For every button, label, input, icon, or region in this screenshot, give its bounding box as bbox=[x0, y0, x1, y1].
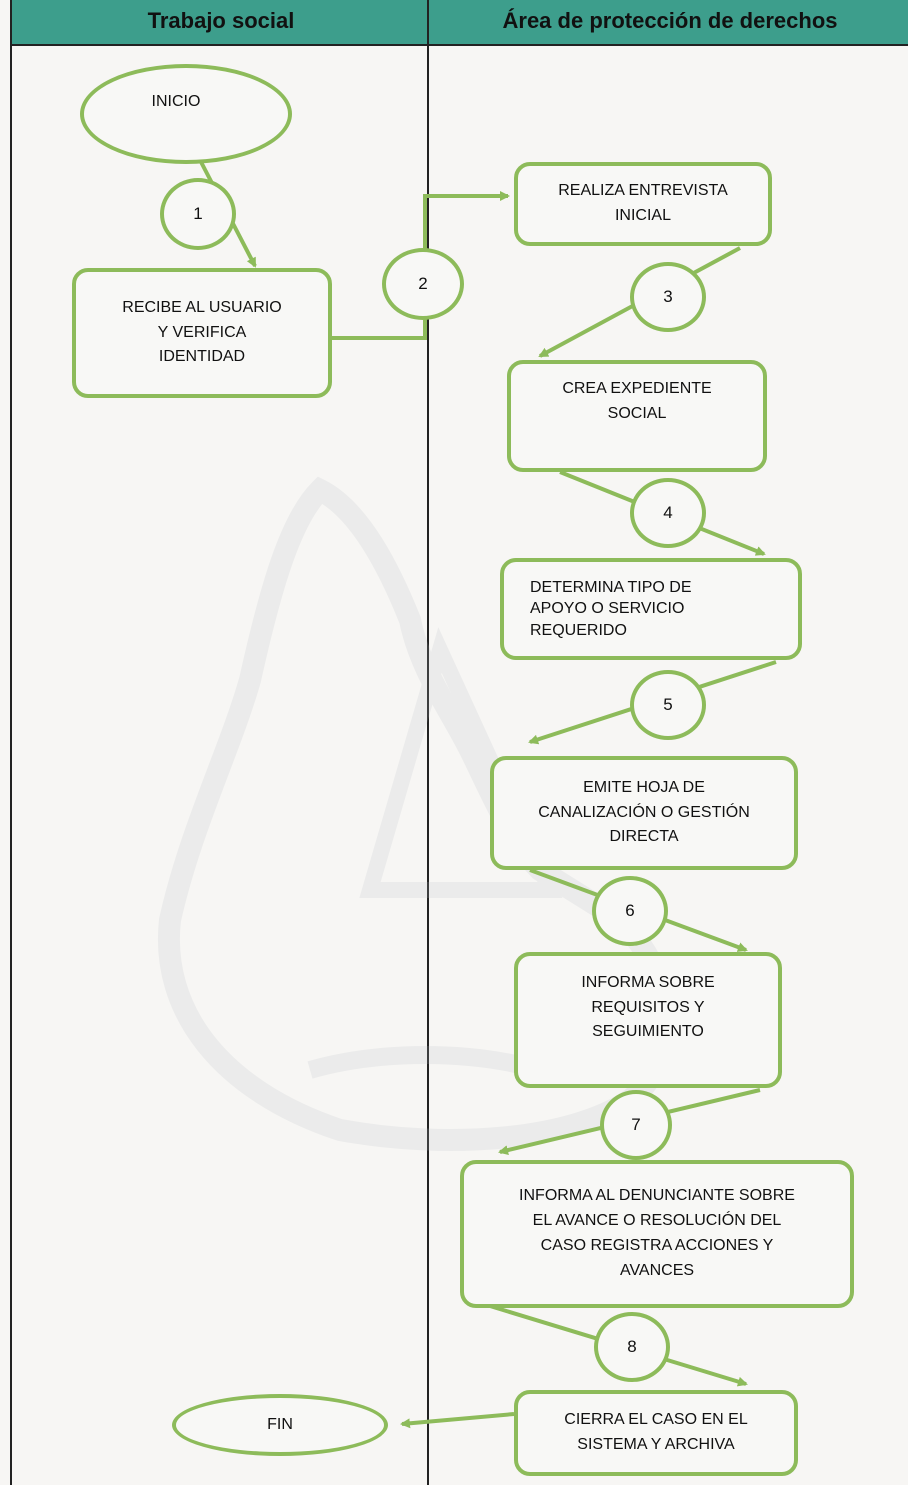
step-realiza-entrevista: REALIZA ENTREVISTA INICIAL bbox=[514, 162, 772, 246]
step-crea-expediente-label: CREA EXPEDIENTE SOCIAL bbox=[562, 380, 712, 422]
end-node-label: FIN bbox=[267, 1415, 293, 1433]
lane-title-trabajo-social: Trabajo social bbox=[147, 8, 295, 33]
start-node: INICIO bbox=[80, 64, 292, 164]
step-recibe-usuario: RECIBE AL USUARIO Y VERIFICA IDENTIDAD bbox=[72, 268, 332, 398]
step-informa-requisitos-label: INFORMA SOBRE REQUISITOS Y SEGUIMIENTO bbox=[581, 973, 715, 1041]
start-node-label: INICIO bbox=[151, 92, 201, 110]
step-badge-5: 5 bbox=[630, 670, 706, 740]
step-cierra-caso-label: CIERRA EL CASO EN EL SISTEMA Y ARCHIVA bbox=[564, 1411, 748, 1453]
step-emite-hoja-label: EMITE HOJA DE CANALIZACIÓN O GESTIÓN DIR… bbox=[538, 778, 750, 846]
step-badge-7: 7 bbox=[600, 1090, 672, 1160]
lane-header: Trabajo social Área de protección de der… bbox=[10, 0, 908, 46]
step-badge-4: 4 bbox=[630, 478, 706, 548]
step-badge-8: 8 bbox=[594, 1312, 670, 1382]
step-informa-denunciante-label: INFORMA AL DENUNCIANTE SOBRE EL AVANCE O… bbox=[519, 1187, 795, 1279]
step-determina-apoyo-label: DETERMINA TIPO DE APOYO O SERVICIO REQUE… bbox=[530, 578, 692, 639]
lane-divider bbox=[427, 0, 429, 1485]
step-determina-apoyo: DETERMINA TIPO DE APOYO O SERVICIO REQUE… bbox=[500, 558, 802, 660]
step-crea-expediente: CREA EXPEDIENTE SOCIAL bbox=[507, 360, 767, 472]
lane-border-left bbox=[10, 0, 12, 1485]
step-informa-requisitos: INFORMA SOBRE REQUISITOS Y SEGUIMIENTO bbox=[514, 952, 782, 1088]
step-badge-3: 3 bbox=[630, 262, 706, 332]
step-badge-2: 2 bbox=[382, 248, 464, 320]
step-realiza-entrevista-label: REALIZA ENTREVISTA INICIAL bbox=[558, 182, 728, 224]
end-node: FIN bbox=[172, 1394, 388, 1456]
step-informa-denunciante: INFORMA AL DENUNCIANTE SOBRE EL AVANCE O… bbox=[460, 1160, 854, 1308]
step-emite-hoja: EMITE HOJA DE CANALIZACIÓN O GESTIÓN DIR… bbox=[490, 756, 798, 870]
step-recibe-usuario-label: RECIBE AL USUARIO Y VERIFICA IDENTIDAD bbox=[122, 298, 282, 366]
step-cierra-caso: CIERRA EL CASO EN EL SISTEMA Y ARCHIVA bbox=[514, 1390, 798, 1476]
step-badge-6: 6 bbox=[592, 876, 668, 946]
step-badge-1: 1 bbox=[160, 178, 236, 250]
lane-title-proteccion-derechos: Área de protección de derechos bbox=[502, 8, 838, 33]
